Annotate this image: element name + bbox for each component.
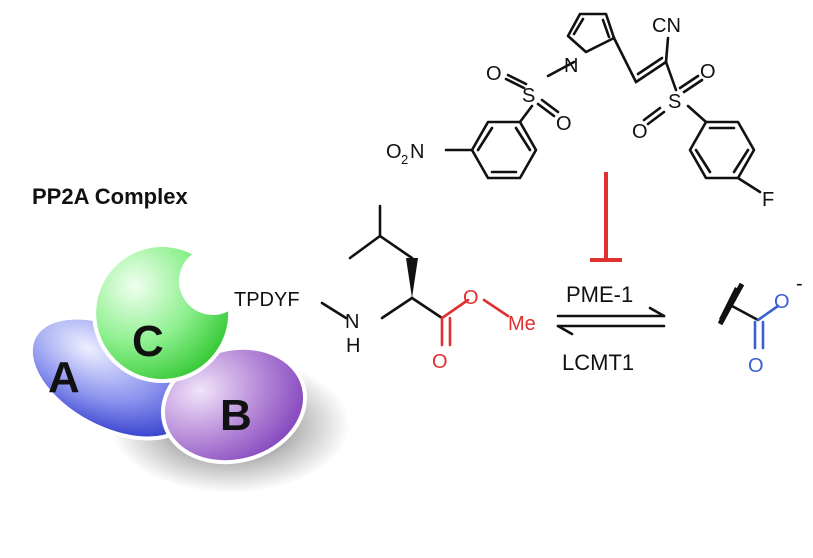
leucine-bonds [320,204,444,320]
ester-o: O [463,287,479,309]
enzyme-pme1: PME-1 [566,282,633,307]
ester-group: O O Me [432,287,536,373]
sulfonyl-o-right-1: O [700,61,716,83]
inhibition-bar [590,172,622,262]
carboxylate-product: O O - [717,273,803,377]
subunit-c: C [92,243,233,383]
amide-h: H [346,335,360,357]
sulfonyl-s-left: S [522,85,535,107]
pyrrole-n: N [564,55,578,77]
sulfonyl-o-right-2: O [632,121,648,143]
carboxylate-o-top: O [774,291,790,313]
subunit-a-label: A [48,353,80,402]
negative-charge: - [796,273,803,295]
methyl-label: Me [508,313,536,335]
nitro-o: O [386,141,402,163]
sulfonyl-o-left-1: O [486,63,502,85]
complex-title: PP2A Complex [32,184,188,209]
subunit-c-label: C [132,317,164,366]
nitrile-label: CN [652,15,681,37]
sulfonyl-o-left-2: O [556,113,572,135]
sulfonyl-s-right: S [668,91,681,113]
peptide-tail: TPDYF [234,289,300,311]
enzyme-lcmt1: LCMT1 [562,350,634,375]
equilibrium-arrows [556,306,666,336]
inhibitor-bonds [444,12,762,194]
amide-n: N [345,311,359,333]
nitro-subscript: 2 [401,152,408,167]
nitro-n: N [410,141,424,163]
subunit-b-label: B [220,391,252,440]
carbonyl-o: O [432,351,448,373]
fluoro-label: F [762,189,774,211]
carboxylate-o-bottom: O [748,355,764,377]
